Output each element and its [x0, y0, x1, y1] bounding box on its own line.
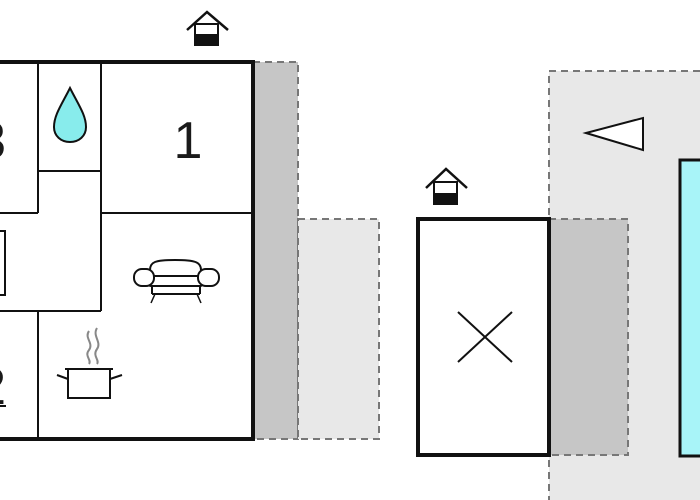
terrace-covered [252, 61, 299, 440]
annex-building [416, 217, 551, 457]
water-drop-icon [52, 85, 88, 144]
annex-terrace [548, 218, 629, 456]
cross-mark-icon [457, 311, 513, 363]
room-number-3: 3 [0, 112, 6, 170]
house-entrance-icon [186, 10, 229, 46]
pool [678, 158, 700, 458]
direction-triangle-icon [582, 116, 644, 152]
left-fixture [0, 230, 6, 296]
annex-entrance-icon [425, 167, 468, 205]
cooking-pot-icon [56, 327, 123, 399]
sofa-icon [133, 258, 220, 304]
room-number-2: 2 [0, 358, 6, 416]
interior-walls [0, 62, 253, 439]
terrace-open [297, 218, 380, 440]
room-number-1: 1 [174, 112, 203, 170]
outer-walls [0, 60, 255, 441]
